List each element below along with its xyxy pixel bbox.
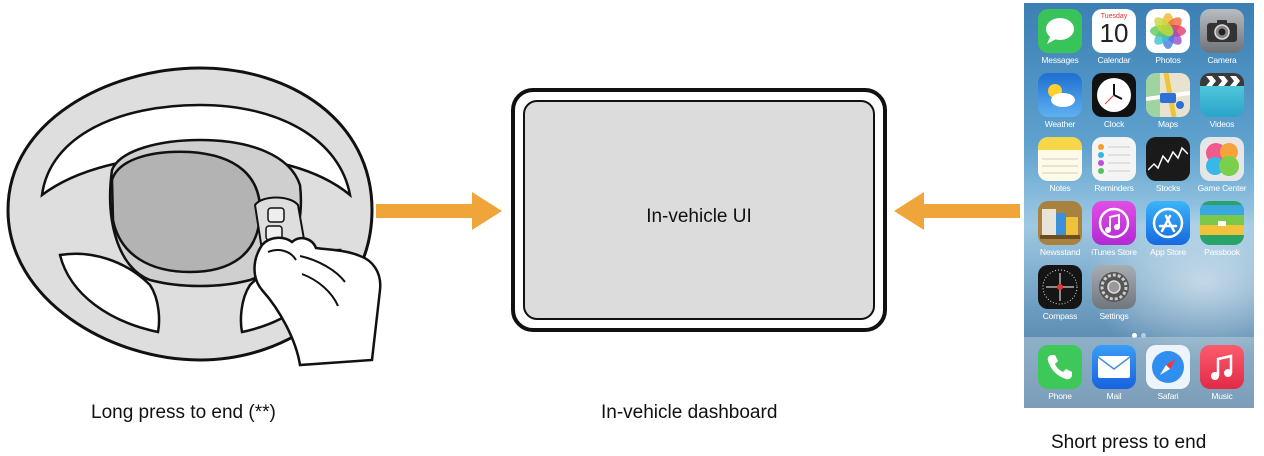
mail-icon [1092, 345, 1136, 389]
notes-icon [1038, 137, 1082, 181]
dashboard-caption: In-vehicle dashboard [601, 402, 778, 423]
dock-music[interactable]: Music [1194, 345, 1250, 401]
compass-icon [1038, 265, 1082, 309]
phone-home-screen: Messages Tuesday 10 Calendar Photos [1024, 3, 1254, 408]
weather-icon [1038, 73, 1082, 117]
app-itunes-store[interactable]: iTunes Store [1086, 201, 1142, 257]
videos-icon [1200, 73, 1244, 117]
app-weather[interactable]: Weather [1032, 73, 1088, 129]
steering-wheel-icon [6, 66, 382, 367]
photos-icon [1146, 9, 1190, 53]
arrow-right-icon [376, 190, 504, 237]
app-messages[interactable]: Messages [1032, 9, 1088, 65]
in-vehicle-dashboard: In-vehicle UI [511, 88, 887, 332]
dashboard-screen-label: In-vehicle UI [646, 206, 752, 227]
calendar-icon: Tuesday 10 [1092, 9, 1136, 53]
app-reminders[interactable]: Reminders [1086, 137, 1142, 193]
phone-caption: Short press to end [1051, 432, 1207, 453]
app-compass[interactable]: Compass [1032, 265, 1088, 321]
music-icon [1200, 345, 1244, 389]
app-stocks[interactable]: Stocks [1140, 137, 1196, 193]
passbook-icon [1200, 201, 1244, 245]
dock-safari[interactable]: Safari [1140, 345, 1196, 401]
app-calendar[interactable]: Tuesday 10 Calendar [1086, 9, 1142, 65]
steering-caption: Long press to end (**) [91, 402, 276, 423]
maps-icon [1146, 73, 1190, 117]
app-clock[interactable]: Clock [1086, 73, 1142, 129]
app-camera[interactable]: Camera [1194, 9, 1250, 65]
app-newsstand[interactable]: Newsstand [1032, 201, 1088, 257]
app-game-center[interactable]: Game Center [1194, 137, 1250, 193]
safari-icon [1146, 345, 1190, 389]
dock-phone[interactable]: Phone [1032, 345, 1088, 401]
steering-wheel-illustration [0, 60, 400, 380]
app-passbook[interactable]: Passbook [1194, 201, 1250, 257]
arrow-left-icon [892, 190, 1020, 237]
dock-mail[interactable]: Mail [1086, 345, 1142, 401]
app-store-icon [1146, 201, 1190, 245]
app-photos[interactable]: Photos [1140, 9, 1196, 65]
dock: Phone Mail Safari Music [1024, 337, 1254, 408]
app-app-store[interactable]: App Store [1140, 201, 1196, 257]
messages-icon [1038, 9, 1082, 53]
reminders-icon [1092, 137, 1136, 181]
app-videos[interactable]: Videos [1194, 73, 1250, 129]
clock-icon [1092, 73, 1136, 117]
camera-icon [1200, 9, 1244, 53]
game-center-icon [1200, 137, 1244, 181]
page-indicator[interactable] [1024, 325, 1254, 343]
app-notes[interactable]: Notes [1032, 137, 1088, 193]
stocks-icon [1146, 137, 1190, 181]
app-maps[interactable]: Maps [1140, 73, 1196, 129]
settings-icon [1092, 265, 1136, 309]
dashboard-screen: In-vehicle UI [523, 100, 875, 320]
phone-icon [1038, 345, 1082, 389]
itunes-store-icon [1092, 201, 1136, 245]
app-settings[interactable]: Settings [1086, 265, 1142, 321]
newsstand-icon [1038, 201, 1082, 245]
